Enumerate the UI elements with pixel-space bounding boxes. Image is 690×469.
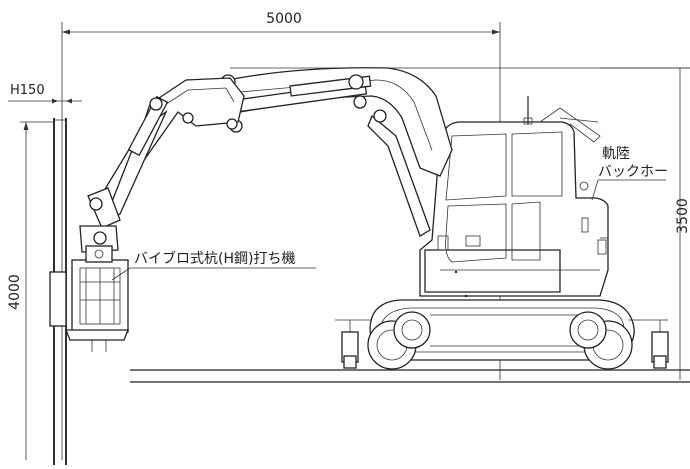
backhoe-callout: 軌陸 バックホー (591, 146, 668, 201)
rail-backhoe-label-line1: 軌陸 (602, 146, 630, 162)
arm (79, 77, 245, 253)
machine-height-label: 3500 (675, 198, 690, 234)
rail-backhoe-label-line2: バックホー (598, 164, 668, 180)
pile-driver-callout: バイブロ式杭(H鋼)打ち機 (111, 250, 316, 281)
pile-height-label: 4000 (7, 274, 23, 310)
reach-dimension-label: 5000 (266, 11, 302, 27)
pile-height-dimension: 4000 (7, 121, 54, 460)
vibro-hammer (49, 245, 129, 352)
pile-driver-label: バイブロ式杭(H鋼)打ち機 (134, 250, 295, 267)
excavator-body (419, 96, 609, 298)
pile-offset-label: H150 (10, 83, 45, 98)
boom (220, 67, 453, 237)
pile-offset-dimension: H150 (8, 83, 82, 104)
undercarriage (335, 299, 669, 370)
ground-lines (130, 369, 690, 383)
